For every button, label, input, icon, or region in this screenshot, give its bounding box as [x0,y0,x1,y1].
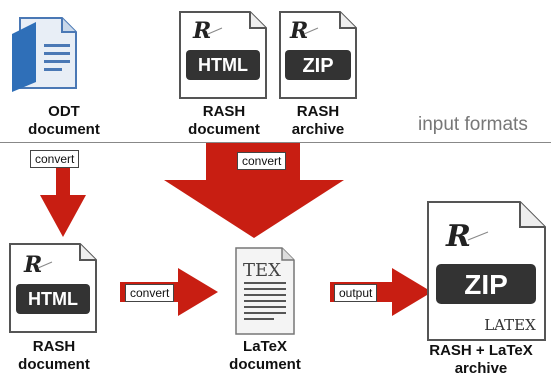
odt-document-label: ODT document [0,103,134,139]
rash-input-label-line1: RASH [202,103,246,120]
rash-latex-archive-label: RASH + LaTeX archive [411,342,551,378]
convert-label-inputs: convert [237,152,287,170]
latex-document-label: LaTeX document [195,338,335,374]
output-label: output [334,284,378,302]
rash-html-mid-badge: HTML [28,289,78,309]
rash-html-input-badge: HTML [198,55,248,75]
rash-archive-label-line2: archive [291,121,345,138]
rash-mid-label-line2: document [18,356,90,373]
convert-label-odt: convert [30,150,80,168]
input-formats-label: input formats [418,114,528,135]
rash-archive-input-label: RASH archive [248,103,388,139]
svg-text:R: R [445,219,471,254]
rash-latex-label-line1: RASH + LaTeX [429,342,533,359]
rash-latex-archive-icon: R [427,201,546,341]
rash-zip-input-icon: R [279,11,357,99]
odt-label-line2: document [28,121,100,138]
rash-html-input-icon: R [179,11,267,99]
svg-text:R: R [192,18,211,44]
odt-document-icon [12,17,77,92]
rash-zip-input-badge: ZIP [302,55,333,77]
arrow-latex-to-archive [330,268,432,316]
rash-latex-archive-badge: ZIP [464,269,508,300]
rash-mid-document-label: RASH document [0,338,124,374]
latex-label-line1: LaTeX [243,338,287,355]
arrow-odt-to-rash [40,150,86,237]
rash-latex-archive-sub-badge: LATEX [484,316,536,334]
svg-text:R: R [289,18,308,44]
rash-latex-label-line2: archive [454,360,508,377]
svg-text:R: R [23,252,42,278]
rash-archive-label-line1: RASH [296,103,340,120]
latex-label-line2: document [229,356,301,373]
arrow-inputs-to-latex [164,142,344,238]
rash-html-mid-icon: R [9,243,97,333]
odt-label-line1: ODT [48,103,80,120]
latex-icon-badge: TEX [243,260,281,281]
rash-mid-label-line1: RASH [32,338,76,355]
rash-input-document-label: RASH document [154,103,294,139]
rash-input-label-line2: document [188,121,260,138]
input-formats-divider [0,142,551,143]
latex-document-icon [235,247,295,335]
convert-label-rash: convert [125,284,175,302]
